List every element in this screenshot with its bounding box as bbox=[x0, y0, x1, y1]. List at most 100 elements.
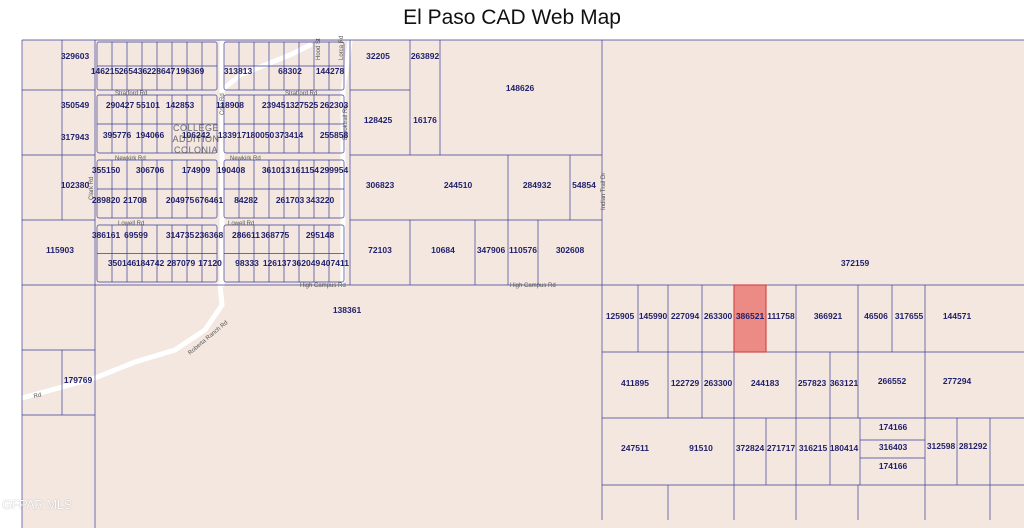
parcel-label[interactable]: 290427 bbox=[106, 100, 135, 110]
parcel-label[interactable]: 145990 bbox=[639, 311, 668, 321]
parcel-label[interactable]: 142853 bbox=[166, 100, 195, 110]
parcel-label[interactable]: 361013 bbox=[262, 165, 291, 175]
parcel-label[interactable]: 227094 bbox=[671, 311, 700, 321]
highlighted-parcel[interactable] bbox=[733, 284, 767, 353]
parcel-label[interactable]: 312598 bbox=[927, 441, 956, 451]
parcel-label[interactable]: 174909 bbox=[182, 165, 211, 175]
parcel-label[interactable]: 239451 bbox=[262, 100, 291, 110]
parcel-label[interactable]: 284932 bbox=[523, 180, 552, 190]
parcel-label[interactable]: 261703 bbox=[276, 195, 305, 205]
parcel-label[interactable]: 302608 bbox=[556, 245, 585, 255]
parcel-label[interactable]: 343220 bbox=[306, 195, 335, 205]
parcel-label[interactable]: 72103 bbox=[368, 245, 392, 255]
parcel-label[interactable]: 68302 bbox=[278, 66, 302, 76]
parcel-label[interactable]: 363121 bbox=[830, 378, 859, 388]
parcel-label[interactable]: 373414 bbox=[275, 130, 304, 140]
parcel-label[interactable]: 247511 bbox=[621, 443, 649, 453]
parcel-label[interactable]: 286611 bbox=[232, 230, 260, 240]
parcel-label[interactable]: 236368 bbox=[195, 230, 224, 240]
parcel-label[interactable]: 314735 bbox=[166, 230, 195, 240]
parcel-label[interactable]: 133917 bbox=[218, 130, 247, 140]
parcel-label[interactable]: 17120 bbox=[198, 258, 222, 268]
parcel-label[interactable]: 263300 bbox=[704, 311, 733, 321]
parcel-label[interactable]: 126137 bbox=[263, 258, 292, 268]
parcel-label[interactable]: 84282 bbox=[234, 195, 258, 205]
parcel-label[interactable]: 122729 bbox=[671, 378, 700, 388]
parcel-label[interactable]: 55101 bbox=[136, 100, 160, 110]
parcel-label[interactable]: 174166 bbox=[879, 461, 908, 471]
parcel-label[interactable]: 144571 bbox=[943, 311, 972, 321]
parcel-label[interactable]: 306823 bbox=[366, 180, 395, 190]
parcel-label[interactable]: 317943 bbox=[61, 132, 90, 142]
parcel-label[interactable]: 350549 bbox=[61, 100, 90, 110]
parcel-label[interactable]: 277294 bbox=[943, 376, 972, 386]
parcel-label[interactable]: 263300 bbox=[704, 378, 733, 388]
parcel-label[interactable]: 190408 bbox=[217, 165, 246, 175]
parcel-label[interactable]: 372824 bbox=[736, 443, 765, 453]
parcel-label[interactable]: 16176 bbox=[413, 115, 437, 125]
parcel-label[interactable]: 118908 bbox=[216, 100, 244, 110]
parcel-label[interactable]: 69599 bbox=[124, 230, 148, 240]
parcel-label[interactable]: 263892 bbox=[411, 51, 440, 61]
parcel-label[interactable]: 32205 bbox=[366, 51, 390, 61]
parcel-label[interactable]: 299954 bbox=[320, 165, 349, 175]
parcel-label[interactable]: 313813 bbox=[224, 66, 253, 76]
parcel-label[interactable]: 355150 bbox=[92, 165, 121, 175]
parcel-label[interactable]: 350146 bbox=[108, 258, 137, 268]
parcel-label[interactable]: 161154 bbox=[291, 165, 319, 175]
parcel-label[interactable]: 144278 bbox=[316, 66, 345, 76]
parcel-label[interactable]: 194066 bbox=[136, 130, 165, 140]
parcel-label[interactable]: 295148 bbox=[306, 230, 335, 240]
parcel-label[interactable]: 372159 bbox=[841, 258, 870, 268]
parcel-label[interactable]: 262303 bbox=[320, 100, 349, 110]
parcel-label[interactable]: 184742 bbox=[136, 258, 165, 268]
parcel-label[interactable]: 257823 bbox=[798, 378, 827, 388]
parcel-label[interactable]: 407411 bbox=[321, 258, 349, 268]
parcel-label[interactable]: 98333 bbox=[235, 258, 259, 268]
parcel-label[interactable]: 317655 bbox=[895, 311, 924, 321]
parcel-label[interactable]: 46506 bbox=[864, 311, 888, 321]
parcel-label[interactable]: 180050 bbox=[246, 130, 275, 140]
parcel-label[interactable]: 329603 bbox=[61, 51, 90, 61]
parcel-label[interactable]: 21708 bbox=[123, 195, 147, 205]
parcel-label[interactable]: 327525 bbox=[290, 100, 319, 110]
parcel-label[interactable]: 366921 bbox=[814, 311, 843, 321]
parcel-label[interactable]: 244183 bbox=[751, 378, 780, 388]
parcel-label[interactable]: 281292 bbox=[959, 441, 988, 451]
parcel-label[interactable]: 316403 bbox=[879, 442, 908, 452]
parcel-label[interactable]: 106242 bbox=[182, 130, 211, 140]
parcel-label[interactable]: 347906 bbox=[477, 245, 506, 255]
parcel-label[interactable]: 10684 bbox=[431, 245, 455, 255]
parcel-label[interactable]: 265436 bbox=[119, 66, 148, 76]
parcel-label[interactable]: 110576 bbox=[509, 245, 537, 255]
parcel-label[interactable]: 196369 bbox=[176, 66, 205, 76]
parcel-label[interactable]: 146215 bbox=[91, 66, 120, 76]
parcel-label[interactable]: 111758 bbox=[767, 311, 795, 321]
parcel-label[interactable]: 125905 bbox=[606, 311, 635, 321]
parcel-label[interactable]: 255858 bbox=[320, 130, 349, 140]
parcel-label[interactable]: 676461 bbox=[195, 195, 224, 205]
parcel-label[interactable]: 115903 bbox=[46, 245, 74, 255]
parcel-label[interactable]: 362049 bbox=[292, 258, 321, 268]
parcel-label[interactable]: 271717 bbox=[767, 443, 796, 453]
parcel-label[interactable]: 148626 bbox=[506, 83, 535, 93]
parcel-label[interactable]: 102380 bbox=[61, 180, 90, 190]
parcel-label[interactable]: 138361 bbox=[333, 305, 362, 315]
parcel-label[interactable]: 91510 bbox=[689, 443, 713, 453]
parcel-label[interactable]: 316215 bbox=[799, 443, 828, 453]
parcel-label[interactable]: 306706 bbox=[136, 165, 165, 175]
parcel-label[interactable]: 180414 bbox=[830, 443, 859, 453]
parcel-label[interactable]: 174166 bbox=[879, 422, 908, 432]
parcel-label[interactable]: 179769 bbox=[64, 375, 93, 385]
parcel-label[interactable]: 128425 bbox=[364, 115, 393, 125]
parcel-label[interactable]: 386161 bbox=[92, 230, 121, 240]
parcel-label[interactable]: 289820 bbox=[92, 195, 121, 205]
parcel-label-selected[interactable]: 386521 bbox=[736, 311, 765, 321]
parcel-label[interactable]: 287079 bbox=[167, 258, 196, 268]
parcel-label[interactable]: 411895 bbox=[621, 378, 649, 388]
parcel-label[interactable]: 266552 bbox=[878, 376, 907, 386]
parcel-label[interactable]: 395776 bbox=[103, 130, 132, 140]
parcel-label[interactable]: 54854 bbox=[572, 180, 596, 190]
parcel-label[interactable]: 368775 bbox=[261, 230, 290, 240]
